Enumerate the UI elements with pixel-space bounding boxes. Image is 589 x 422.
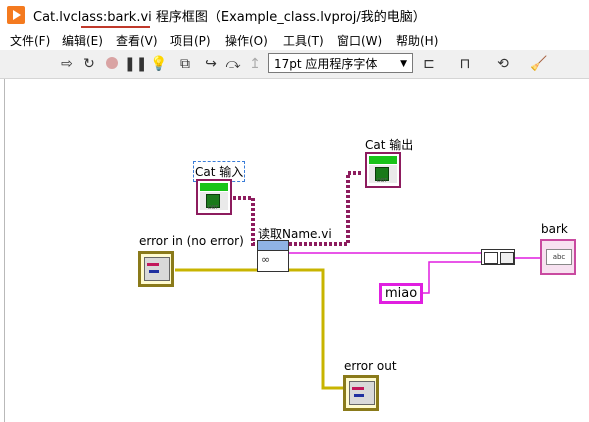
concatenate-strings-node[interactable] <box>481 249 515 265</box>
menu-tools[interactable]: 工具(T) <box>283 34 324 48</box>
abort-execution-icon[interactable] <box>106 57 118 69</box>
align-objects-icon[interactable]: ⊏ <box>423 56 435 72</box>
cat-output-label[interactable]: Cat 输出 <box>365 138 414 152</box>
menu-bar: 文件(F) 编辑(E) 查看(V) 项目(P) 操作(O) 工具(T) 窗口(W… <box>0 30 589 50</box>
subvi-glyph-icon: ∞ <box>261 253 271 266</box>
class-cube-icon <box>375 167 389 181</box>
bark-label[interactable]: bark <box>541 222 568 236</box>
distribute-objects-icon[interactable]: ⊓ <box>459 56 471 72</box>
reorder-icon[interactable]: ⟲ <box>497 56 509 72</box>
read-name-subvi[interactable]: ∞ <box>257 240 289 272</box>
step-into-icon[interactable]: ↪ <box>205 56 217 72</box>
error-wire-out <box>289 268 343 390</box>
highlight-execution-icon[interactable]: 💡 <box>150 56 168 72</box>
step-out-icon[interactable]: ↥ <box>249 56 261 72</box>
retain-wire-values-icon[interactable]: ⧉ <box>180 56 190 72</box>
title-bar: Cat.lvclass:bark.vi 程序框图（Example_class.l… <box>0 0 589 30</box>
font-select[interactable]: 17pt 应用程序字体 ▼ <box>268 53 413 73</box>
menu-file[interactable]: 文件(F) <box>10 34 51 48</box>
cat-output-terminal[interactable]: DBT <box>365 152 401 188</box>
miao-string-constant[interactable]: miao <box>379 283 424 304</box>
menu-help[interactable]: 帮助(H) <box>396 34 439 48</box>
class-wire-in <box>233 196 259 246</box>
font-select-value: 17pt 应用程序字体 <box>274 57 378 71</box>
string-wire-miao <box>422 261 481 294</box>
bark-string-indicator[interactable]: abc <box>540 239 576 275</box>
title-underline <box>81 26 150 28</box>
menu-edit[interactable]: 编辑(E) <box>62 34 103 48</box>
cleanup-diagram-icon[interactable]: 🧹 <box>530 56 548 72</box>
step-over-icon[interactable]: ⤼ <box>225 56 241 72</box>
class-wire-out <box>289 171 363 246</box>
labview-app-icon <box>7 6 25 24</box>
run-continuously-icon[interactable]: ↻ <box>83 56 95 72</box>
menu-view[interactable]: 查看(V) <box>116 34 158 48</box>
menu-project[interactable]: 项目(P) <box>170 34 211 48</box>
cat-input-label[interactable]: Cat 输入 <box>192 161 246 182</box>
menu-window[interactable]: 窗口(W) <box>337 34 383 48</box>
error-out-label[interactable]: error out <box>344 359 397 373</box>
menu-operate[interactable]: 操作(O) <box>225 34 268 48</box>
wire-layer <box>175 171 541 390</box>
block-diagram-canvas[interactable]: Cat 输入 DBT Cat 输出 DBT 读取Name.vi ∞ error … <box>4 79 589 422</box>
error-out-terminal[interactable] <box>343 375 379 411</box>
error-in-label[interactable]: error in (no error) <box>139 234 244 248</box>
window-title: Cat.lvclass:bark.vi 程序框图（Example_class.l… <box>33 10 426 25</box>
toolbar: ⇨ ↻ ❚❚ 💡 ⧉ ↪ ⤼ ↥ 17pt 应用程序字体 ▼ ⊏ ⊓ ⟲ 🧹 <box>0 50 589 79</box>
pause-icon[interactable]: ❚❚ <box>124 56 148 72</box>
error-in-terminal[interactable] <box>138 251 174 287</box>
cat-input-terminal[interactable]: DBT <box>196 179 232 215</box>
chevron-down-icon: ▼ <box>400 59 407 69</box>
subvi-label[interactable]: 读取Name.vi <box>258 227 332 241</box>
class-cube-icon <box>206 194 220 208</box>
run-arrow-icon[interactable]: ⇨ <box>61 56 73 72</box>
